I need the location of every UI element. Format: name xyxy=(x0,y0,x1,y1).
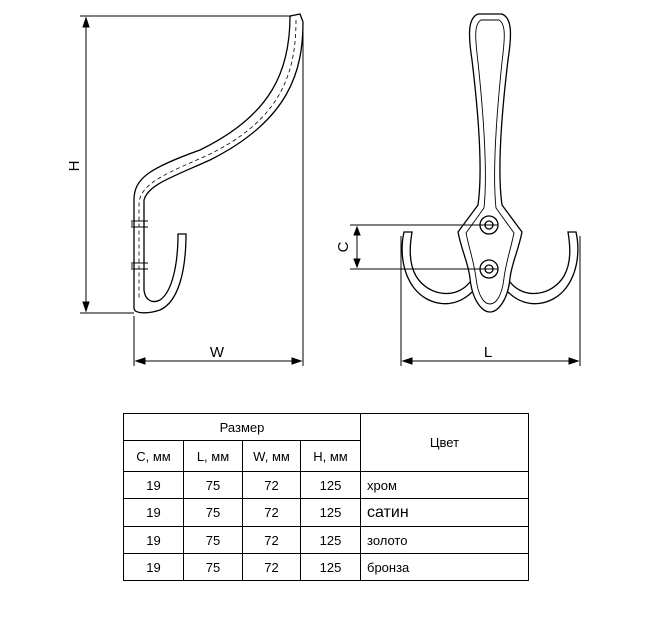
dimension-w-label: W xyxy=(210,344,225,361)
cell-h: 125 xyxy=(300,526,361,554)
dimension-l xyxy=(400,236,581,366)
cell-l: 75 xyxy=(183,526,243,554)
cell-w: 72 xyxy=(242,498,301,527)
col-header-c: C, мм xyxy=(123,440,184,472)
cell-c: 19 xyxy=(123,553,184,581)
table-row: 19 75 72 125 бронза xyxy=(123,553,529,581)
table-header-row: Размер Цвет xyxy=(123,413,529,472)
size-header: Размер xyxy=(123,413,361,441)
dimension-c xyxy=(350,224,498,270)
cell-h: 125 xyxy=(300,553,361,581)
cell-c: 19 xyxy=(123,498,184,527)
table-row: 19 75 72 125 сатин xyxy=(123,498,529,527)
dimension-l-label: L xyxy=(484,344,492,361)
dimension-w xyxy=(133,24,304,366)
cell-c: 19 xyxy=(123,471,184,499)
cell-l: 75 xyxy=(183,498,243,527)
hook-front-view xyxy=(401,13,579,313)
hook-side-view xyxy=(131,13,304,314)
col-header-w: W, мм xyxy=(242,440,301,472)
cell-w: 72 xyxy=(242,471,301,499)
cell-w: 72 xyxy=(242,553,301,581)
col-header-l: L, мм xyxy=(183,440,243,472)
col-header-h: H, мм xyxy=(300,440,361,472)
dimension-h xyxy=(80,15,292,314)
cell-h: 125 xyxy=(300,498,361,527)
cell-color: сатин xyxy=(360,498,529,527)
color-header: Цвет xyxy=(360,413,529,472)
table-row: 19 75 72 125 золото xyxy=(123,526,529,554)
table-subheader-row: C, мм L, мм W, мм H, мм xyxy=(123,440,529,472)
cell-h: 125 xyxy=(300,471,361,499)
cell-c: 19 xyxy=(123,526,184,554)
technical-drawing: H W C L xyxy=(66,13,581,366)
cell-l: 75 xyxy=(183,553,243,581)
cell-color: бронза xyxy=(360,553,529,581)
dimension-c-label: C xyxy=(335,241,352,252)
table-row: 19 75 72 125 хром xyxy=(123,471,529,499)
dimension-h-label: H xyxy=(66,161,83,172)
cell-l: 75 xyxy=(183,471,243,499)
cell-w: 72 xyxy=(242,526,301,554)
cell-color: хром xyxy=(360,471,529,499)
cell-color: золото xyxy=(360,526,529,554)
spec-table: Размер Цвет C, мм L, мм W, мм H, мм 19 7… xyxy=(123,413,529,581)
